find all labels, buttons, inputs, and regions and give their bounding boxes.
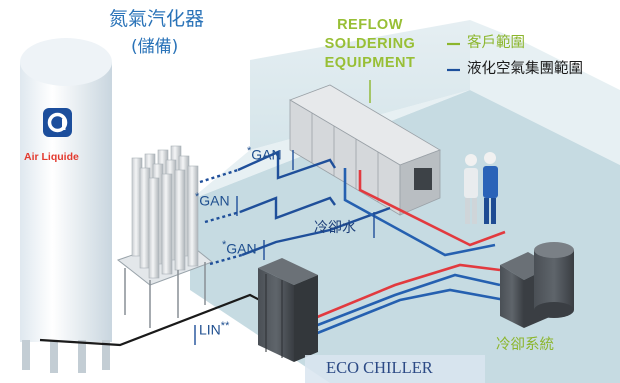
cooling-water-label: 冷卻水 bbox=[314, 220, 356, 236]
gan-label-bottom: *GAN bbox=[222, 240, 257, 256]
gan-label-top: *GAN bbox=[247, 146, 282, 162]
legend-airliquide-scope: 液化空氣集團範圍 bbox=[467, 61, 583, 77]
nitrogen-vaporizer bbox=[116, 145, 214, 328]
eco-chiller-label-box bbox=[305, 355, 485, 383]
gan-dotted-lines bbox=[199, 168, 243, 266]
gan-text: GAN bbox=[199, 192, 230, 209]
cooling-water-red-pipes bbox=[309, 170, 506, 322]
lin-text: LIN bbox=[199, 321, 221, 338]
cooling-water-blue-pipes bbox=[309, 168, 506, 338]
gan-marker: * bbox=[247, 145, 252, 157]
vaporizer-subtitle: (儲備) bbox=[131, 37, 179, 57]
reflow-label-line2: SOLDERING bbox=[324, 36, 416, 52]
cooling-system-label: 冷卻系統 bbox=[496, 337, 554, 353]
gan-marker: * bbox=[222, 239, 227, 251]
reflow-label-line1: REFLOW bbox=[337, 17, 403, 33]
air-liquide-logo bbox=[43, 108, 72, 137]
legend-swatches bbox=[447, 42, 460, 72]
lin-label: LIN** bbox=[199, 321, 229, 337]
lin-storage-tank bbox=[20, 38, 112, 373]
legend-customer-scope: 客戶範圍 bbox=[467, 35, 525, 51]
reflow-label-line3: EQUIPMENT bbox=[324, 55, 416, 71]
gan-tick-marks bbox=[194, 150, 375, 345]
gan-pipes bbox=[237, 150, 391, 257]
lin-marker: ** bbox=[220, 320, 230, 332]
eco-chiller-unit bbox=[258, 258, 318, 362]
eco-chiller-label: ECO CHILLER bbox=[326, 358, 433, 377]
gan-text: GAN bbox=[226, 240, 257, 257]
brand-name: Air Liquide bbox=[24, 151, 79, 163]
vaporizer-title: 氮氣汽化器 bbox=[109, 8, 205, 30]
gan-marker: * bbox=[195, 191, 200, 203]
operators bbox=[464, 152, 498, 224]
gan-label-middle: *GAN bbox=[195, 192, 230, 208]
gan-text: GAN bbox=[251, 146, 282, 163]
cooling-system-units bbox=[500, 242, 574, 328]
reflow-soldering-ovens bbox=[289, 84, 441, 216]
